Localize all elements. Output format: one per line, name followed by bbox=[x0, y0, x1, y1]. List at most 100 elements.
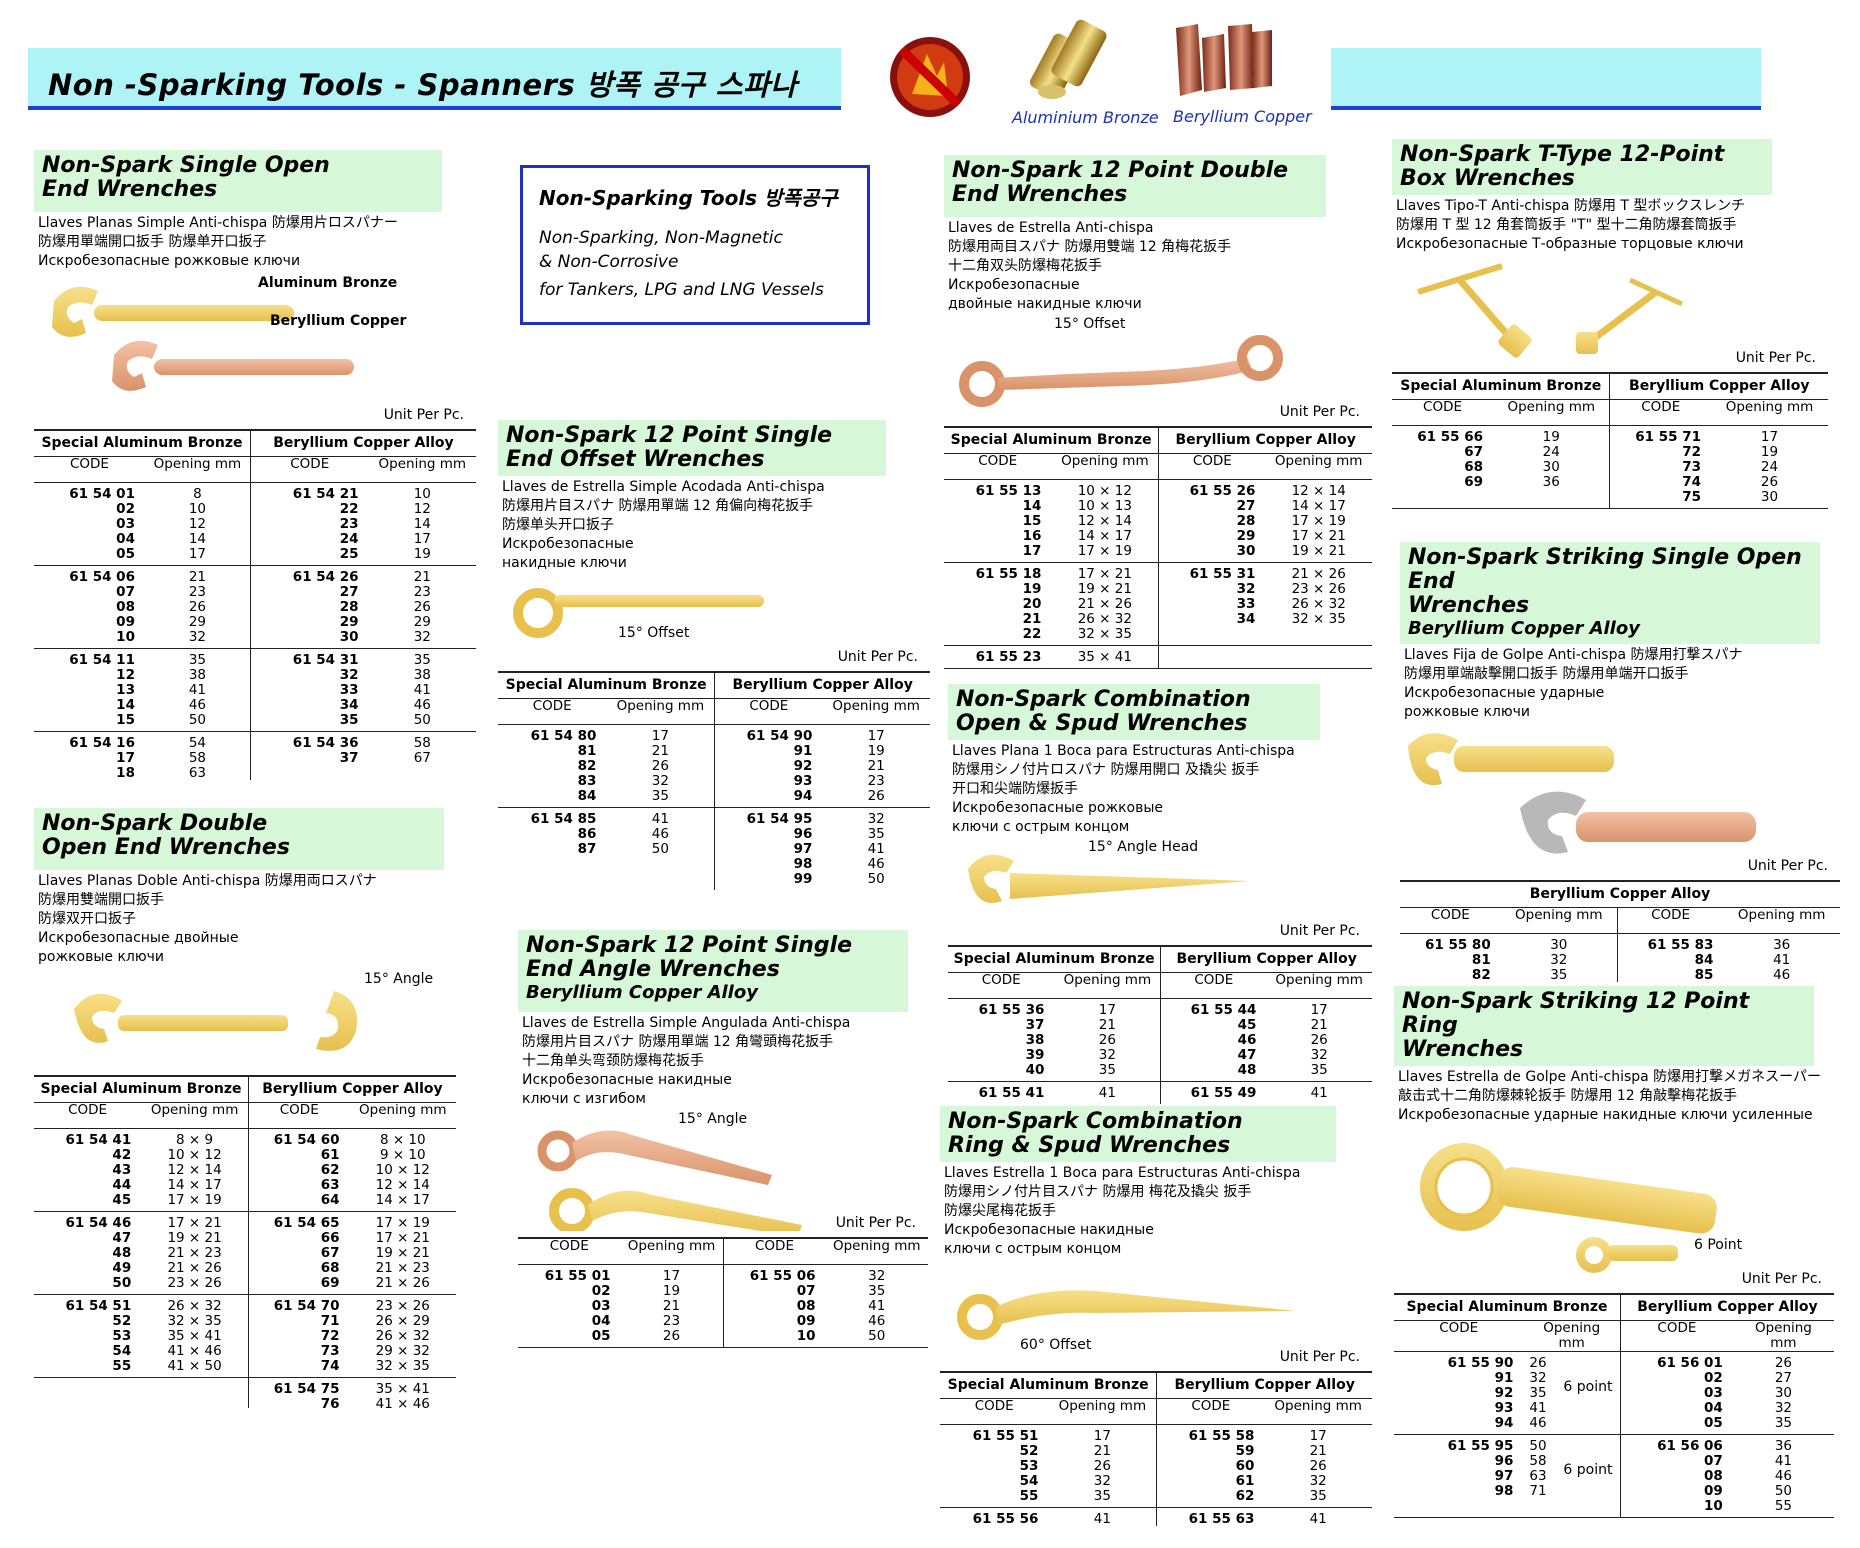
column-header: Opening mm bbox=[620, 1238, 723, 1265]
column-header: Opening mm bbox=[1523, 1320, 1621, 1352]
section-single-end-angle-wrenches: Non-Spark 12 Point Single End Angle Wren… bbox=[518, 930, 928, 1370]
material-header: Beryllium Copper Alloy bbox=[714, 672, 930, 699]
image-label: 15° Offset bbox=[618, 625, 690, 641]
column-header: Opening mm bbox=[1493, 399, 1610, 426]
opening-cell: 41 bbox=[1266, 1081, 1372, 1104]
striking-wrench-copper-icon bbox=[1520, 791, 1756, 854]
beryllium-copper-wrench-icon bbox=[112, 340, 354, 391]
column-header: CODE bbox=[247, 1102, 350, 1129]
section-title: Non-Spark Single Open End Wrenches bbox=[34, 150, 442, 212]
section-title: Non-Spark Striking Single Open End Wrenc… bbox=[1400, 542, 1820, 644]
section-description: Llaves Planas Doble Anti-chispa 防爆用両ロスパナ… bbox=[38, 873, 377, 965]
material-header: Beryllium Copper Alloy bbox=[1400, 881, 1840, 908]
material-header: Beryllium Copper Alloy bbox=[249, 430, 476, 457]
opening-cell: 12 × 14 14 × 17 17 × 19 17 × 21 19 × 21 bbox=[1265, 479, 1372, 563]
aluminum-bronze-wrench-icon bbox=[52, 286, 294, 337]
section-title-text: Non-Spark 12 Point Double End Wrenches bbox=[952, 158, 1289, 207]
section-title: Non-Spark Double Open End Wrenches bbox=[34, 808, 444, 870]
image-label: Beryllium Copper bbox=[270, 313, 407, 329]
material-header: Special Aluminum Bronze bbox=[940, 1372, 1157, 1399]
column-header: CODE bbox=[940, 1398, 1049, 1425]
code-cell: 61 54 36 37 bbox=[249, 731, 369, 780]
image-label: 6 Point bbox=[1694, 1237, 1743, 1253]
material-header: Beryllium Copper Alloy bbox=[247, 1076, 456, 1103]
code-cell: 61 55 06 07 08 09 10 bbox=[722, 1264, 826, 1348]
section-title-text: Non-Spark Striking 12 Point Ring Wrenche… bbox=[1402, 989, 1750, 1062]
opening-cell: 26 27 30 32 35 bbox=[1732, 1351, 1834, 1435]
double-ring-wrench-icon bbox=[959, 335, 1283, 407]
code-cell: 61 55 26 27 28 29 30 bbox=[1158, 479, 1266, 563]
opening-cell: 17 21 26 32 35 bbox=[1048, 1424, 1157, 1508]
column-header: CODE bbox=[249, 456, 369, 483]
opening-cell: 41 bbox=[1048, 1507, 1157, 1526]
six-point-note: 6 point bbox=[1563, 1461, 1613, 1478]
column-header: CODE bbox=[1160, 972, 1267, 999]
material-header: Beryllium Copper Alloy bbox=[1158, 427, 1372, 454]
section-image-area: Unit Per Pc. bbox=[1400, 724, 1840, 874]
code-cell: 61 55 83 84 85 bbox=[1616, 933, 1724, 982]
material-header: Special Aluminum Bronze bbox=[34, 1076, 249, 1103]
column-header: CODE bbox=[944, 453, 1052, 480]
column-header: Opening mm bbox=[1054, 972, 1161, 999]
section-combination-ring-spud-wrenches: Non-Spark Combination Ring & Spud Wrench… bbox=[940, 1106, 1372, 1526]
column-header: Opening mm bbox=[368, 456, 476, 483]
info-line: & Non-Corrosive bbox=[539, 252, 679, 272]
angle-ring-wrench-bronze-icon bbox=[549, 1188, 802, 1237]
no-spark-icon bbox=[890, 37, 970, 117]
code-cell: 61 54 60 61 62 63 64 bbox=[247, 1128, 350, 1212]
column-header: CODE bbox=[518, 1238, 621, 1265]
header-banner-right bbox=[1331, 48, 1761, 110]
angle-ring-wrench-copper-icon bbox=[537, 1130, 772, 1185]
code-cell: 61 55 56 bbox=[940, 1507, 1049, 1526]
code-cell: 61 54 90 91 92 93 94 bbox=[714, 724, 823, 808]
section-title-text: Non-Spark 12 Point Single End Offset Wre… bbox=[506, 423, 833, 472]
column-header: Opening mm bbox=[822, 698, 930, 725]
material-header: Special Aluminum Bronze bbox=[1394, 1294, 1621, 1321]
code-cell: 61 54 85 86 87 bbox=[498, 807, 607, 890]
opening-cell: 26 × 32 32 × 35 35 × 41 41 × 46 41 × 50 bbox=[141, 1294, 249, 1378]
opening-cell: 41 46 50 bbox=[606, 807, 715, 890]
section-striking-12-point-ring-wrenches: Non-Spark Striking 12 Point Ring Wrenche… bbox=[1394, 986, 1834, 1526]
column-header: CODE bbox=[34, 1102, 142, 1129]
section-description: Llaves de Estrella Simple Angulada Anti-… bbox=[522, 1015, 851, 1107]
tool-image bbox=[1408, 733, 1756, 854]
section-title-text: Non-Spark Double Open End Wrenches bbox=[42, 811, 290, 860]
code-cell: 61 55 18 19 20 21 22 bbox=[944, 562, 1052, 646]
code-cell bbox=[1158, 645, 1266, 669]
t-type-wrench-small-icon bbox=[1576, 277, 1684, 354]
section-title: Non-Spark Combination Open & Spud Wrench… bbox=[948, 684, 1320, 740]
spud-ring-wrench-icon bbox=[957, 1290, 1296, 1340]
opening-cell: 17 19 21 23 26 bbox=[822, 724, 930, 808]
code-cell: 61 56 01 02 03 04 05 bbox=[1619, 1351, 1733, 1435]
column-header: CODE bbox=[1394, 1320, 1524, 1352]
page-title: Non -Sparking Tools - Spanners 방폭 공구 스파나 bbox=[48, 68, 798, 102]
opening-cell: 21 23 26 29 32 bbox=[368, 565, 476, 649]
section-title: Non-Spark 12 Point Double End Wrenches bbox=[944, 155, 1326, 217]
header-banner: Non -Sparking Tools - Spanners 방폭 공구 스파나 bbox=[28, 48, 841, 110]
opening-cell bbox=[1265, 645, 1372, 669]
opening-cell: 8 × 10 9 × 10 10 × 12 12 × 14 14 × 17 bbox=[349, 1128, 456, 1212]
section-subtitle: Beryllium Copper Alloy bbox=[1408, 618, 1640, 639]
material-header: Special Aluminum Bronze bbox=[1392, 373, 1610, 400]
column-header: Opening mm bbox=[825, 1238, 928, 1265]
opening-cell: 32 35 41 46 50 bbox=[825, 1264, 928, 1348]
material-header: Beryllium Copper Alloy bbox=[1609, 373, 1828, 400]
code-cell: 61 54 01 02 03 04 05 bbox=[34, 482, 145, 566]
tool-image bbox=[957, 1290, 1296, 1340]
column-header: Opening mm bbox=[1266, 972, 1372, 999]
opening-cell: 35 38 41 46 50 bbox=[144, 648, 251, 732]
section-single-end-offset-wrenches: Non-Spark 12 Point Single End Offset Wre… bbox=[498, 420, 930, 890]
tool-image bbox=[1420, 1143, 1717, 1273]
